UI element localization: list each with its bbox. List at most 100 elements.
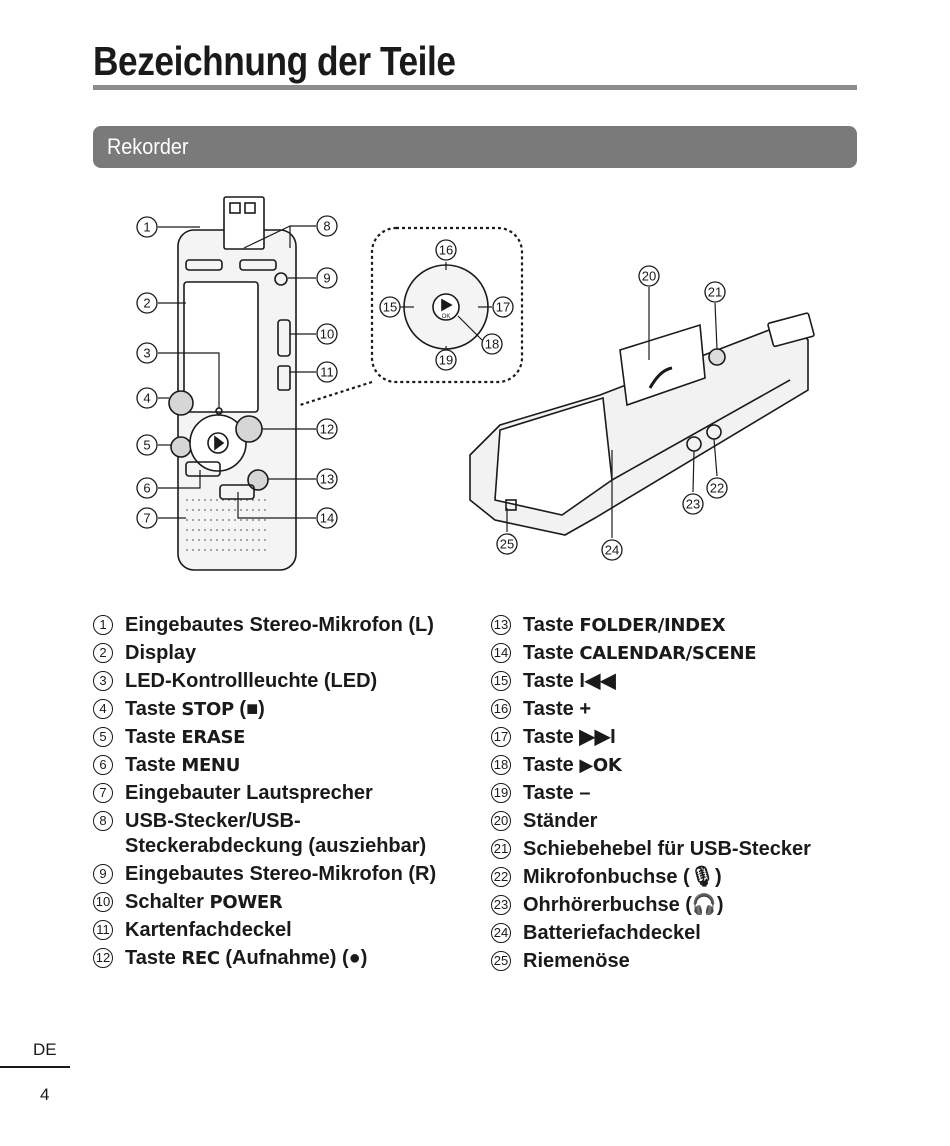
part-label-suffix: (Aufnahme) (●) (219, 947, 368, 969)
svg-text:19: 19 (439, 353, 453, 368)
svg-text:9: 9 (323, 271, 330, 286)
svg-text:21: 21 (708, 285, 722, 300)
part-label: Eingebauter Lautsprecher (125, 782, 373, 804)
part-label: Eingebautes Stereo-Mikrofon (L) (125, 614, 434, 636)
part-label: Display (125, 642, 197, 664)
svg-text:7: 7 (143, 511, 150, 526)
part-key-name: STOP (181, 699, 234, 720)
svg-text:24: 24 (605, 543, 619, 558)
callout-9: 9 (316, 267, 338, 289)
part-label: Taste I◀◀ (523, 670, 616, 692)
part-key-name: ▶OK (579, 755, 622, 776)
section-header: Rekorder (93, 126, 857, 168)
callout-20: 20 (638, 265, 660, 287)
svg-text:1: 1 (143, 220, 150, 235)
svg-text:20: 20 (642, 269, 656, 284)
part-number: 24 (491, 923, 511, 943)
part-number: 22 (491, 867, 511, 887)
callout-10: 10 (316, 323, 338, 345)
part-item: 10 Schalter POWER (93, 890, 468, 915)
callout-1: 1 (136, 216, 158, 238)
callout-12: 12 (316, 418, 338, 440)
part-label-prefix: Schalter (125, 891, 210, 913)
part-item: 2 Display (93, 641, 468, 666)
svg-text:22: 22 (710, 481, 724, 496)
svg-text:5: 5 (143, 438, 150, 453)
callout-14: 14 (316, 507, 338, 529)
part-number: 11 (93, 920, 113, 940)
part-label-prefix: Taste (125, 754, 182, 776)
part-key-name: FOLDER/INDEX (579, 615, 726, 636)
callout-11: 11 (316, 361, 338, 383)
part-label: Taste MENU (125, 753, 468, 778)
part-item: 13 Taste FOLDER/INDEX (491, 613, 891, 638)
part-number: 19 (491, 783, 511, 803)
part-label: Schalter POWER (125, 890, 468, 915)
part-label-suffix: (■) (233, 698, 265, 720)
svg-text:10: 10 (320, 327, 334, 342)
svg-text:15: 15 (383, 300, 397, 315)
svg-text:8: 8 (323, 219, 330, 234)
callout-25: 25 (496, 533, 518, 555)
callout-6: 6 (136, 477, 158, 499)
part-label-prefix: Taste (523, 642, 580, 664)
footer-rule (0, 1066, 70, 1068)
part-label: Kartenfachdeckel (125, 919, 292, 941)
callout-4: 4 (136, 387, 158, 409)
callout-markers: 1234567891011121314151617181920212223242… (136, 215, 728, 561)
callout-7: 7 (136, 507, 158, 529)
part-item: 6 Taste MENU (93, 753, 468, 778)
part-number: 6 (93, 755, 113, 775)
svg-text:25: 25 (500, 537, 514, 552)
section-title: Rekorder (107, 134, 189, 159)
control-pad-closeup: OK (403, 264, 489, 350)
svg-text:23: 23 (686, 497, 700, 512)
part-label: Riemenöse (523, 950, 630, 972)
language-tab: DE (33, 1040, 57, 1059)
callout-24: 24 (601, 539, 623, 561)
part-number: 2 (93, 643, 113, 663)
title-rule (93, 85, 857, 90)
part-label: Taste FOLDER/INDEX (523, 613, 891, 638)
part-number: 5 (93, 727, 113, 747)
callout-leaders (158, 225, 718, 538)
part-label: Taste CALENDAR/SCENE (523, 641, 891, 666)
callout-21: 21 (704, 281, 726, 303)
recorder-front-view (168, 196, 297, 571)
part-label-prefix: Taste (125, 947, 182, 969)
part-number: 4 (93, 699, 113, 719)
part-number: 23 (491, 895, 511, 915)
part-label-prefix: Taste (125, 698, 182, 720)
part-label: Taste ▶OK (523, 753, 891, 778)
part-number: 18 (491, 755, 511, 775)
part-number: 25 (491, 951, 511, 971)
part-label: Taste – (523, 782, 591, 804)
part-label: Eingebautes Stereo-Mikrofon (R) (125, 863, 437, 885)
part-item: 5 Taste ERASE (93, 725, 468, 750)
part-number: 14 (491, 643, 511, 663)
callout-22: 22 (706, 477, 728, 499)
part-label-prefix: Taste (523, 754, 580, 776)
part-key-name: ERASE (181, 727, 246, 748)
part-item: 15 Taste I◀◀ (491, 669, 891, 694)
part-label-prefix: Taste (125, 726, 182, 748)
part-label: Schiebehebel für USB-Stecker (523, 838, 811, 860)
callout-17: 17 (492, 296, 514, 318)
part-number: 15 (491, 671, 511, 691)
callout-3: 3 (136, 342, 158, 364)
part-number: 10 (93, 892, 113, 912)
part-label: LED-Kontrollleuchte (LED) (125, 670, 378, 692)
callout-5: 5 (136, 434, 158, 456)
part-key-name: POWER (209, 892, 283, 913)
part-label: Ständer (523, 810, 598, 832)
callout-8: 8 (316, 215, 338, 237)
part-label: Taste ERASE (125, 725, 468, 750)
callout-23: 23 (682, 493, 704, 515)
part-number: 13 (491, 615, 511, 635)
part-label: Taste REC (Aufnahme) (●) (125, 946, 468, 971)
